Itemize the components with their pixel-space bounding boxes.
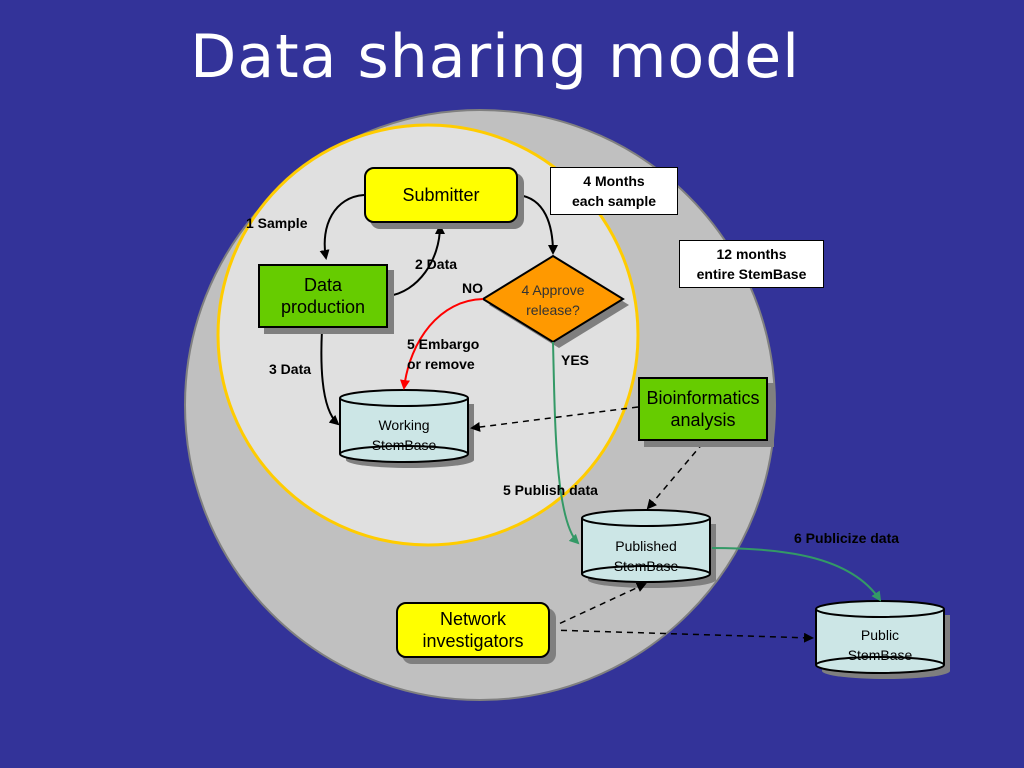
network-investigators-box: Network investigators	[396, 602, 550, 658]
public-stembase-label: Public StemBase	[847, 627, 913, 663]
published-stembase-label: Published StemBase	[613, 538, 679, 574]
edge-label-publish: 5 Publish data	[503, 482, 598, 498]
page-title: Data sharing model	[190, 22, 800, 92]
public-stembase-cylinder	[815, 600, 945, 674]
edge-label-embargo: 5 Embargo or remove	[407, 336, 480, 372]
arrow-bio-published	[646, 442, 704, 510]
data-production-label: Data production	[280, 275, 366, 317]
edge-label-sample: 1 Sample	[246, 215, 308, 231]
twelve-months-note: 12 months entire StemBase	[679, 240, 824, 288]
working-stembase-cylinder	[339, 389, 469, 463]
edge-label-data3: 3 Data	[269, 361, 312, 377]
arrow-data2	[387, 224, 445, 297]
edge-label-data2: 2 Data	[415, 256, 458, 272]
arrow-submitter-approve	[517, 194, 558, 255]
arrow-yes-publish	[552, 341, 580, 545]
arrow-sample	[319, 194, 365, 260]
arrow-publicize	[711, 547, 882, 602]
approve-label: 4 Approve release?	[521, 282, 585, 318]
arrow-embargo	[400, 298, 484, 390]
data-production-box: Data production	[258, 264, 388, 328]
arrow-bio-working	[470, 406, 639, 432]
four-months-note: 4 Months each sample	[550, 167, 678, 215]
edge-label-publicize: 6 Publicize data	[794, 530, 900, 546]
arrow-data3	[320, 329, 340, 426]
network-investigators-label: Network investigators	[422, 609, 524, 651]
edge-label-no: NO	[462, 280, 483, 296]
inner-circle	[216, 123, 640, 547]
submitter-label: Submitter	[402, 185, 480, 205]
submitter-box: Submitter	[364, 167, 518, 223]
published-stembase-cylinder	[581, 509, 711, 583]
working-stembase-label: Working StemBase	[371, 417, 437, 453]
edge-label-yes: YES	[561, 352, 590, 368]
bioinformatics-label: Bioinformatics analysis	[646, 388, 760, 430]
bioinformatics-box: Bioinformatics analysis	[638, 377, 768, 441]
